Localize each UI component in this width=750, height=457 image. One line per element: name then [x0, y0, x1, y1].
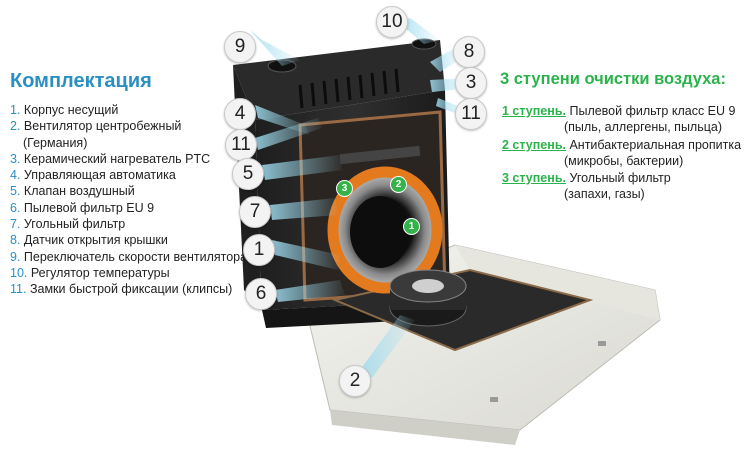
callout-4: 4 — [224, 98, 256, 130]
kit-item-1: 1. Корпус несущий — [10, 103, 119, 117]
callout-7: 7 — [239, 196, 271, 228]
kit-item-9: 9. Переключатель скорости вентилятора — [10, 249, 248, 264]
stage-badge-1: 1 — [403, 218, 420, 235]
kit-item-2: 2. Вентилятор центробежный(Германия) — [10, 119, 182, 150]
stages-title: 3 ступени очистки воздуха: — [500, 70, 726, 88]
kit-item-7: 7. Угольный фильтр — [10, 217, 126, 232]
callout-8: 8 — [453, 36, 485, 68]
air-valve — [339, 145, 421, 165]
callout-10: 10 — [376, 6, 408, 38]
stage-badge-3: 3 — [336, 180, 353, 197]
vent-grille — [298, 68, 400, 109]
callout-5: 5 — [232, 158, 264, 190]
kit-item-10: 10. Регулятор температуры — [10, 265, 170, 280]
callout-2: 2 — [339, 365, 371, 397]
kit-item-5: 5. Клапан воздушный — [10, 184, 135, 199]
kit-list: 1. Корпус несущий 2. Вентилятор центробе… — [10, 102, 247, 298]
kit-title: Комплектация — [10, 70, 152, 92]
callout-1: 1 — [243, 234, 275, 266]
stage-2: 2 ступень. Антибактериальная пропитка (м… — [502, 138, 742, 169]
stage-3: 3 ступень. Угольный фильтр (запахи, газы… — [502, 171, 671, 202]
kit-item-6: 6. Пылевой фильтр EU 9 — [10, 200, 155, 215]
stage-badge-2: 2 — [390, 176, 407, 193]
callout-3: 3 — [455, 67, 487, 99]
centrifugal-fan — [389, 269, 467, 327]
callout-9: 9 — [224, 31, 256, 63]
kit-item-3: 3. Керамический нагреватель PTC — [10, 151, 211, 166]
kit-item-4: 4. Управляющая автоматика — [10, 168, 176, 183]
kit-item-11: 11. Замки быстрой фиксации (клипсы) — [10, 282, 233, 297]
kit-item-8: 8. Датчик открытия крышки — [10, 233, 168, 248]
callout-11-left: 11 — [225, 129, 257, 161]
stage-1: 1 ступень. Пылевой фильтр класс EU 9 (пы… — [502, 104, 736, 135]
carbon-filter-ring — [327, 166, 443, 294]
callout-6: 6 — [245, 278, 277, 310]
callout-11-right: 11 — [455, 98, 487, 130]
